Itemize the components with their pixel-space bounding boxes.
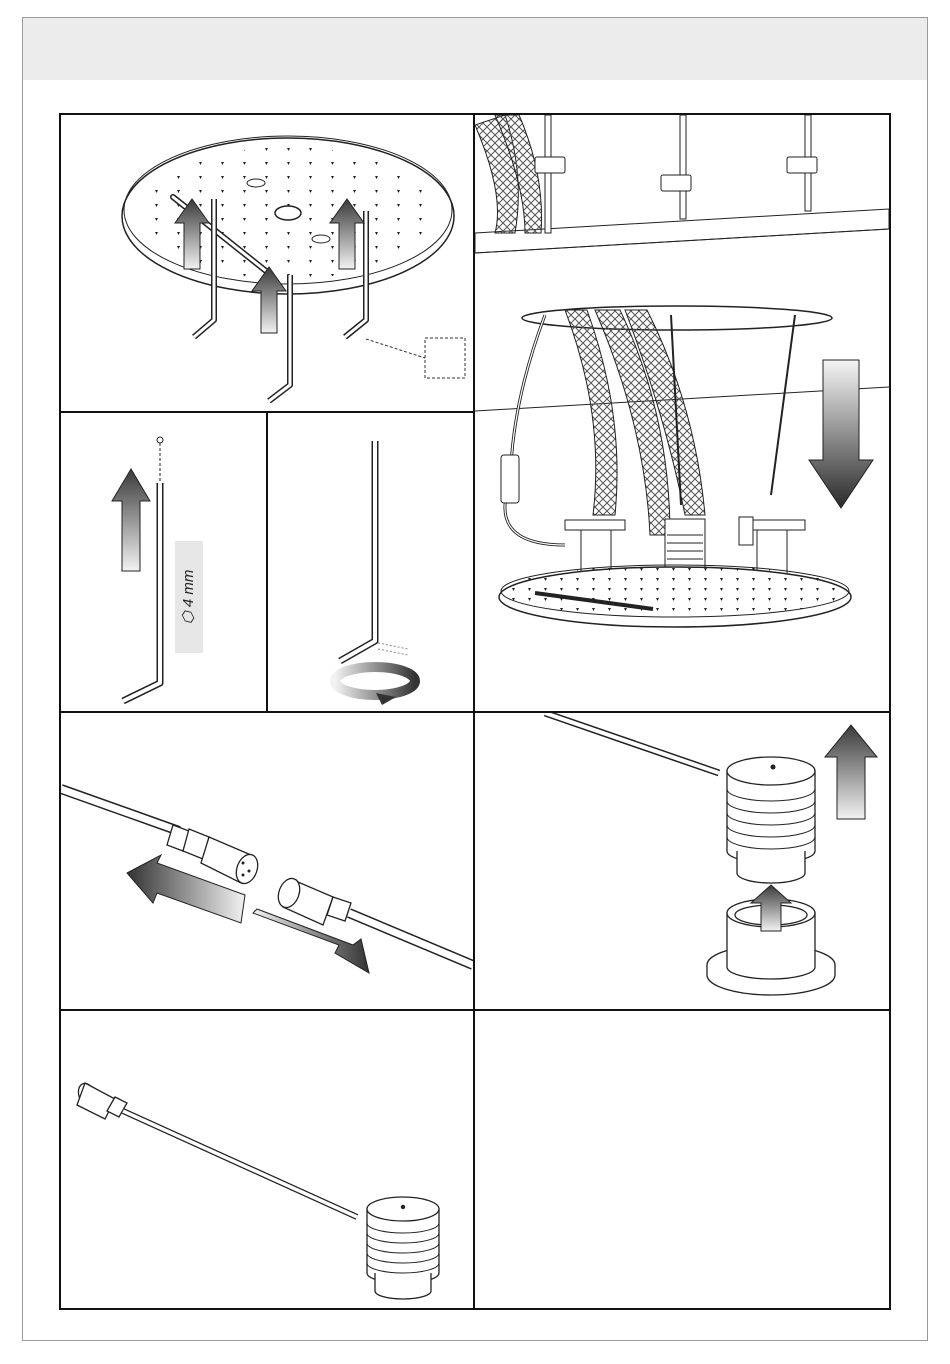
connector-cap-illustration bbox=[475, 713, 889, 1009]
panel-ceiling-installation bbox=[475, 115, 889, 711]
hex-key-size-label: ⬡ 4 mm bbox=[175, 541, 203, 653]
panel-cable-with-cap bbox=[61, 1011, 473, 1308]
hex-key-size-text: ⬡ 4 mm bbox=[175, 543, 203, 651]
arrow-down bbox=[809, 360, 873, 508]
grid-outer-bottom bbox=[59, 1308, 891, 1310]
panel-connector-separate bbox=[61, 713, 473, 1009]
panel-empty bbox=[475, 1011, 889, 1308]
panel-shower-head-hex-keys bbox=[61, 115, 473, 411]
panel-connector-cap-remove bbox=[475, 713, 889, 1009]
arrow-up-insert bbox=[112, 469, 150, 571]
cable-cap-illustration bbox=[61, 1011, 473, 1308]
header-band bbox=[23, 18, 927, 80]
hex-icon: ⬡ bbox=[180, 611, 197, 624]
detail-callout-box bbox=[425, 338, 465, 378]
shower-head-illustration bbox=[61, 115, 473, 411]
connector-separate-illustration bbox=[61, 713, 473, 1009]
hex-key-turn-illustration bbox=[268, 413, 473, 711]
panel-hex-key-turn bbox=[268, 413, 473, 711]
rotation-arrow bbox=[335, 667, 415, 695]
ceiling-install-illustration bbox=[475, 115, 889, 711]
arrow-up-large bbox=[825, 725, 877, 819]
hex-key-insert-illustration bbox=[61, 413, 266, 711]
hex-size-value: 4 mm bbox=[180, 570, 197, 608]
panel-hex-key-insert bbox=[61, 413, 266, 711]
